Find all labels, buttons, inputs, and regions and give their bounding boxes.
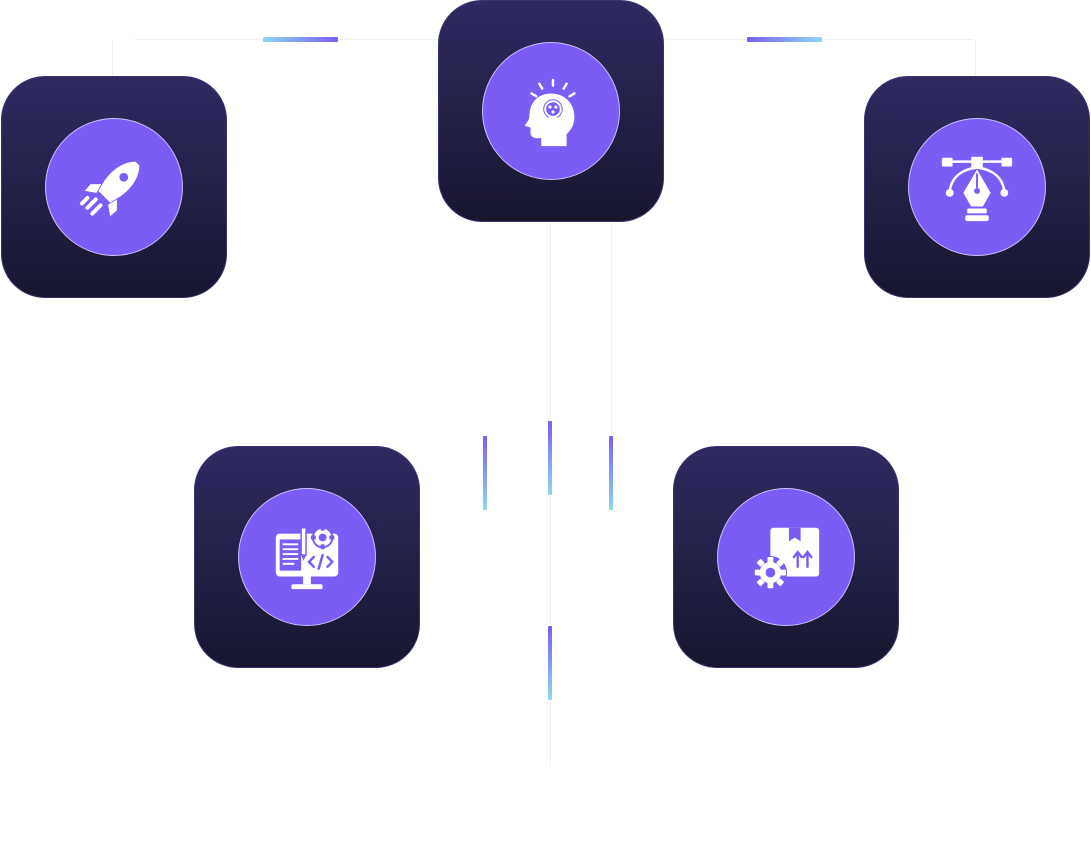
design-tile[interactable] bbox=[864, 76, 1090, 298]
accent-center-right bbox=[609, 436, 613, 510]
code-monitor-icon bbox=[268, 518, 346, 596]
accent-top-right bbox=[747, 37, 822, 42]
package-gear-icon bbox=[747, 518, 825, 596]
delivery-tile[interactable] bbox=[673, 446, 899, 668]
accent-top-left bbox=[263, 37, 338, 42]
connector-right-drop bbox=[975, 40, 976, 76]
idea-tile[interactable] bbox=[438, 0, 664, 222]
design-circle bbox=[908, 118, 1046, 256]
idea-circle bbox=[482, 42, 620, 180]
pen-tool-icon bbox=[938, 148, 1016, 226]
rocket-icon bbox=[75, 148, 153, 226]
lightbulb-head-icon bbox=[512, 72, 590, 150]
connector-left-drop bbox=[112, 40, 113, 76]
rocket-circle bbox=[45, 118, 183, 256]
accent-center-upper bbox=[548, 421, 552, 495]
development-circle bbox=[238, 488, 376, 626]
rocket-tile[interactable] bbox=[1, 76, 227, 298]
accent-center-lower bbox=[548, 626, 552, 700]
accent-center-left bbox=[483, 436, 487, 510]
development-tile[interactable] bbox=[194, 446, 420, 668]
delivery-circle bbox=[717, 488, 855, 626]
connector-center-right bbox=[611, 222, 612, 512]
